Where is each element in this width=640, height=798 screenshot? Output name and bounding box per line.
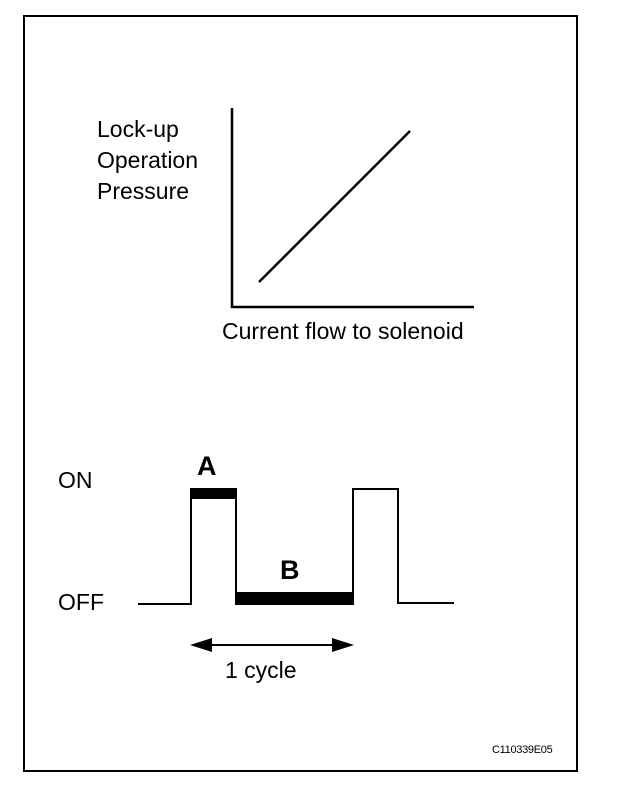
pulse-waveform (138, 488, 454, 605)
cycle-arrow-right-head (332, 638, 354, 652)
y-axis-label-line-2: Operation (97, 147, 199, 173)
segment-a-label: A (197, 451, 217, 481)
on-label: ON (58, 467, 93, 493)
cycle-label: 1 cycle (225, 657, 297, 683)
cycle-arrow-left-head (190, 638, 212, 652)
pressure-line (258, 130, 411, 283)
graph-axes (230, 108, 474, 309)
y-axis-label: Lock-up Operation Pressure (97, 114, 198, 207)
y-axis-label-line-3: Pressure (97, 178, 190, 204)
segment-a-highlight (190, 488, 237, 499)
segment-b-highlight (235, 592, 354, 604)
off-label: OFF (58, 589, 104, 615)
x-axis-label: Current flow to solenoid (222, 318, 464, 344)
figure-frame (23, 15, 578, 772)
figure-code: C110339E05 (492, 744, 553, 756)
segment-b-label: B (280, 555, 300, 585)
y-axis-label-line-1: Lock-up (97, 116, 179, 142)
